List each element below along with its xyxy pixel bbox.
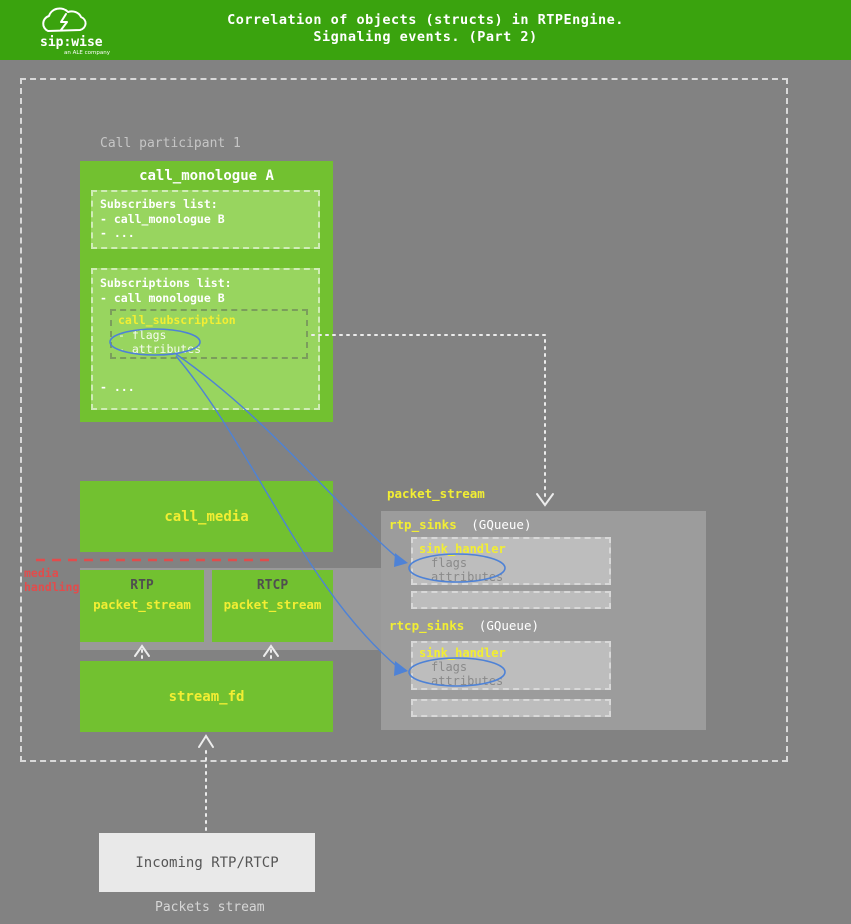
subscriptions-more: - ...	[100, 380, 135, 394]
rtp-sinks-type: (GQueue)	[471, 517, 532, 532]
media-handling-line1: media	[24, 566, 59, 580]
logo-text: sip:wise	[40, 35, 103, 50]
participant-label: Call participant 1	[100, 136, 241, 151]
subscriptions-title: Subscriptions list:	[100, 276, 232, 290]
rtcp-sinks-type: (GQueue)	[478, 618, 540, 633]
rtcp-packet-stream-title: packet_stream	[223, 597, 322, 612]
slide-title-line1: Correlation of objects (structs) in RTPE…	[227, 12, 624, 28]
rtcp-packet-stream-box: RTCP packet_stream	[212, 570, 333, 642]
rtcp-sink-handler-box: sink_handler flags attributes	[411, 641, 611, 690]
call-monologue-title: call_monologue A	[139, 168, 274, 184]
slide-title-line2: Signaling events. (Part 2)	[313, 29, 538, 45]
call-subscription-title: call_subscription	[118, 313, 236, 327]
rtp-sink-handler-attributes: attributes	[431, 570, 504, 584]
media-handling-label: media handling	[24, 566, 82, 594]
stream-fd-title: stream_fd	[168, 688, 245, 705]
rtcp-sinks-name: rtcp_sinks	[389, 618, 465, 633]
subscribers-more: - ...	[100, 226, 135, 240]
rtp-sink-handler-title: sink_handler	[419, 542, 506, 556]
call-subscription-box: call_subscription - flags - attributes	[110, 309, 308, 359]
subscriptions-item: - call monologue B	[100, 291, 225, 305]
subscribers-item: - call_monologue B	[100, 211, 225, 226]
rtp-sinks-name: rtp_sinks	[389, 517, 457, 532]
call-subscription-flags: - flags	[118, 327, 167, 342]
incoming-rtp-title: Incoming RTP/RTCP	[135, 854, 279, 871]
rtcp-sink-empty-slot	[411, 699, 611, 717]
rtp-label: RTP	[130, 578, 154, 593]
header-bar: sip:wise an ALE company Correlation of o…	[0, 0, 851, 60]
rtcp-sink-handler-flags: flags	[431, 660, 468, 674]
rtcp-sinks-label: rtcp_sinks (GQueue)	[389, 618, 539, 633]
rtp-sink-handler-flags: flags	[431, 556, 468, 570]
call-media-title: call_media	[164, 508, 249, 525]
slide-title: Correlation of objects (structs) in RTPE…	[0, 12, 851, 46]
incoming-rtp-box: Incoming RTP/RTCP	[99, 833, 315, 892]
media-handling-line2: handling	[24, 580, 80, 594]
rtp-sink-handler-box: sink_handler flags attributes	[411, 537, 611, 585]
subscribers-list-box: Subscribers list: - call_monologue B - .…	[91, 190, 320, 249]
subscriptions-list-box: Subscriptions list: - call monologue B c…	[91, 268, 320, 410]
logo-subtext: an ALE company	[64, 50, 111, 56]
subscribers-title: Subscribers list:	[100, 197, 218, 211]
stream-fd-box: stream_fd	[80, 661, 333, 732]
call-monologue-box: call_monologue A Subscribers list: - cal…	[80, 161, 333, 422]
rtp-sinks-label: rtp_sinks (GQueue)	[389, 517, 531, 532]
rtp-sink-empty-slot	[411, 591, 611, 609]
rtcp-sink-handler-attributes: attributes	[431, 674, 504, 688]
rtp-packet-stream-title: packet_stream	[93, 597, 191, 612]
call-subscription-attributes: - attributes	[118, 342, 202, 356]
rtp-packet-stream-box: RTP packet_stream	[80, 570, 204, 642]
packet-stream-panel-title: packet_stream	[387, 486, 485, 501]
packets-stream-caption: Packets stream	[155, 900, 265, 915]
call-media-box: call_media	[80, 481, 333, 552]
sipwise-logo: sip:wise an ALE company	[40, 7, 111, 56]
packet-stream-panel: rtp_sinks (GQueue) sink_handler flags at…	[381, 511, 706, 730]
rtcp-sink-handler-title: sink_handler	[419, 646, 506, 660]
outer-dashed-frame	[20, 78, 788, 762]
rtcp-label: RTCP	[256, 578, 289, 593]
